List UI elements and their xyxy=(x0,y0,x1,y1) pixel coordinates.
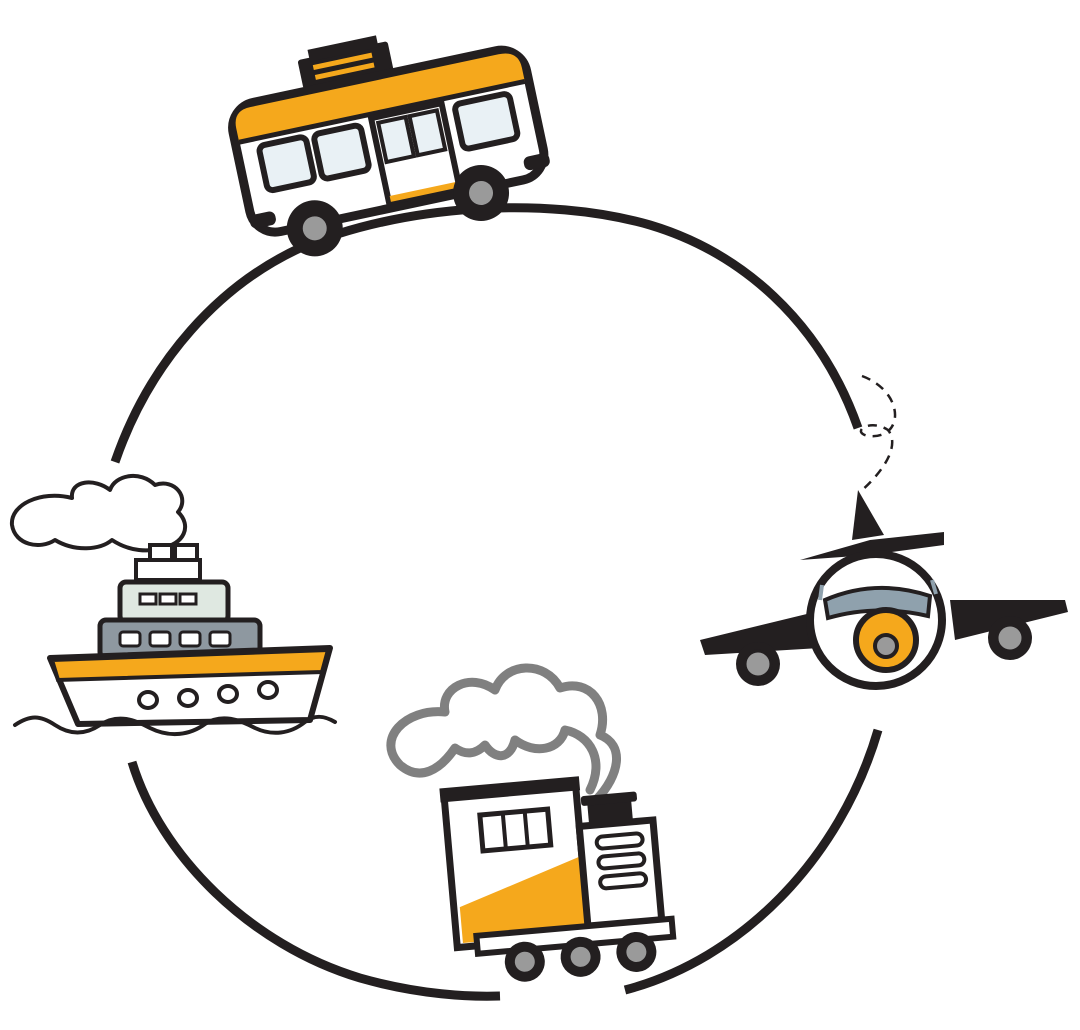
ring-arc-top-left xyxy=(110,243,302,464)
ship-smoke xyxy=(9,474,188,553)
ring-arc-top-right xyxy=(298,203,863,430)
ring-arc-bottom-right xyxy=(623,728,883,995)
train-smoke xyxy=(386,663,621,805)
steamship-icon xyxy=(9,474,337,737)
bus-icon xyxy=(228,35,550,257)
airplane-icon xyxy=(700,490,1068,690)
steam-train-icon xyxy=(386,663,677,982)
cycle-ring xyxy=(110,203,883,1001)
flight-trail xyxy=(859,374,897,493)
ring-arc-bottom-left xyxy=(127,760,501,1001)
